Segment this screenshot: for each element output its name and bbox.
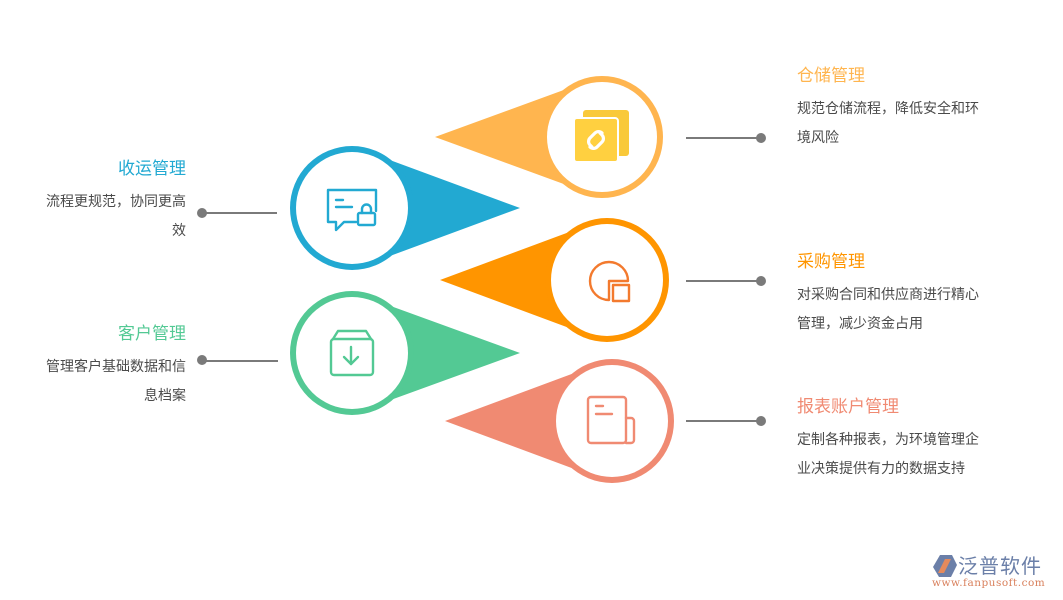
- warehouse-connector-dot: [756, 133, 766, 143]
- customer-node: [290, 291, 520, 415]
- purchase-connector-dot: [756, 276, 766, 286]
- customer-desc-line2: 息档案: [144, 388, 186, 404]
- shipping-desc-line1: 流程更规范，协同更高: [46, 194, 186, 210]
- warehouse-node: [435, 76, 663, 198]
- logo-mark-icon: [933, 555, 957, 577]
- purchase-desc-line2: 管理，减少资金占用: [797, 316, 923, 332]
- warehouse-desc-line2: 境风险: [797, 130, 839, 146]
- shipping-label: 收运管理 流程更规范，协同更高 效: [0, 158, 186, 246]
- logo-name: 泛普软件: [958, 554, 1042, 578]
- customer-connector-dot: [197, 355, 207, 365]
- shipping-connector-dot: [197, 208, 207, 218]
- customer-label: 客户管理 管理客户基础数据和信 息档案: [0, 323, 186, 411]
- report-title: 报表账户管理: [797, 397, 899, 417]
- warehouse-label: 仓储管理 规范仓储流程，降低安全和环 境风险: [797, 65, 1037, 153]
- pie-square-icon: [588, 260, 631, 303]
- newspaper-icon: [586, 395, 636, 445]
- purchase-label: 采购管理 对采购合同和供应商进行精心 管理，减少资金占用: [797, 251, 1037, 339]
- warehouse-title: 仓储管理: [797, 66, 865, 86]
- purchase-title: 采购管理: [797, 252, 865, 272]
- report-label: 报表账户管理 定制各种报表，为环境管理企 业决策提供有力的数据支持: [797, 396, 1047, 484]
- shipping-title: 收运管理: [118, 159, 186, 179]
- warehouse-desc-line1: 规范仓储流程，降低安全和环: [797, 101, 979, 117]
- shipping-node: [290, 146, 520, 270]
- link-document-icon: [573, 110, 629, 163]
- box-download-icon: [329, 329, 375, 377]
- message-lock-icon: [326, 188, 378, 232]
- report-node: [445, 359, 674, 483]
- purchase-desc-line1: 对采购合同和供应商进行精心: [797, 287, 979, 303]
- purchase-node: [440, 218, 669, 342]
- logo-url: www.fanpusoft.com: [932, 577, 1046, 589]
- report-desc-line1: 定制各种报表，为环境管理企: [797, 432, 979, 448]
- customer-desc-line1: 管理客户基础数据和信: [46, 359, 186, 375]
- report-connector-dot: [756, 416, 766, 426]
- customer-title: 客户管理: [118, 324, 186, 344]
- shipping-desc-line2: 效: [172, 223, 186, 239]
- report-desc-line2: 业决策提供有力的数据支持: [797, 461, 965, 477]
- fanpusoft-logo: 泛普软件 www.fanpusoft.com: [930, 550, 1060, 596]
